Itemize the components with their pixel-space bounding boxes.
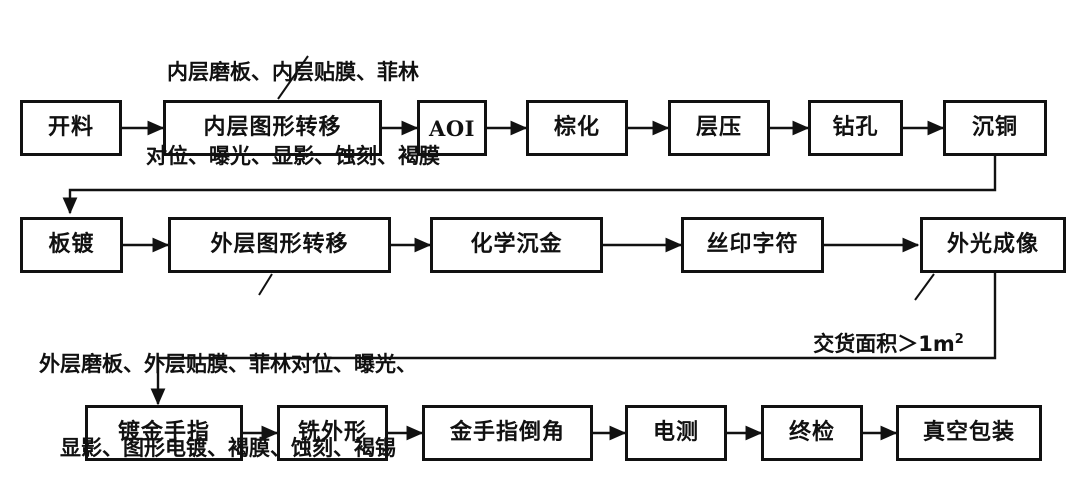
node-label: AOI — [429, 115, 475, 141]
leader-line-delivery-area — [914, 273, 935, 301]
annotation-outer-layer-line2: 显影、图形电镀、褐膜、蚀刻、褐锡 — [60, 435, 396, 460]
annotation-inner-layer-line1: 内层磨板、内层贴膜、菲林 — [167, 60, 419, 85]
node-label: 沉铜 — [971, 115, 1018, 140]
process-node-gold-finger-plating[interactable]: 镀金手指 — [85, 405, 243, 461]
process-node-outer-layer-pattern-transfer[interactable]: 外层图形转移 — [168, 217, 391, 273]
process-node-routing[interactable]: 铣外形 — [277, 405, 388, 461]
process-node-optical-imaging[interactable]: 外光成像 — [920, 217, 1066, 273]
node-label: 电测 — [652, 420, 699, 445]
annotation-inner-layer: 内层磨板、内层贴膜、菲林 对位、曝光、显影、蚀刻、褐膜 — [128, 4, 458, 226]
process-node-brown-oxidation[interactable]: 棕化 — [526, 100, 628, 156]
node-label: 金手指倒角 — [449, 420, 565, 445]
node-label: 铣外形 — [297, 420, 367, 445]
process-node-gold-finger-beveling[interactable]: 金手指倒角 — [422, 405, 593, 461]
annotation-inner-layer-line2: 对位、曝光、显影、蚀刻、褐膜 — [146, 143, 440, 168]
annotation-delivery-area-text: 交货面积＞1m — [813, 331, 955, 356]
node-label: 内层图形转移 — [203, 115, 342, 140]
node-label: 板镀 — [48, 232, 95, 257]
node-label: 开料 — [47, 115, 94, 140]
process-node-electrical-test[interactable]: 电测 — [625, 405, 727, 461]
node-label: 外光成像 — [946, 232, 1039, 257]
annotation-outer-layer-line1: 外层磨板、外层贴膜、菲林对位、曝光、 — [39, 352, 417, 377]
process-node-lamination[interactable]: 层压 — [668, 100, 770, 156]
node-label: 棕化 — [553, 115, 600, 140]
annotation-delivery-area-superscript: 2 — [954, 331, 964, 347]
process-node-final-inspection[interactable]: 终检 — [761, 405, 863, 461]
process-node-drilling[interactable]: 钻孔 — [808, 100, 903, 156]
node-label: 外层图形转移 — [210, 232, 349, 257]
process-node-copper-deposition[interactable]: 沉铜 — [943, 100, 1047, 156]
node-label: 镀金手指 — [117, 420, 210, 445]
annotation-outer-layer: 外层磨板、外层贴膜、菲林对位、曝光、 显影、图形电镀、褐膜、蚀刻、褐锡 — [8, 296, 448, 478]
node-label: 真空包装 — [922, 420, 1015, 445]
process-node-aoi[interactable]: AOI — [417, 100, 487, 156]
process-node-inner-layer-pattern-transfer[interactable]: 内层图形转移 — [163, 100, 382, 156]
annotation-delivery-area: 交货面积＞1m2 — [784, 303, 964, 386]
process-node-enig[interactable]: 化学沉金 — [430, 217, 603, 273]
process-node-kailiao[interactable]: 开料 — [20, 100, 122, 156]
node-label: 终检 — [788, 420, 835, 445]
process-node-vacuum-packaging[interactable]: 真空包装 — [896, 405, 1042, 461]
process-node-silkscreen[interactable]: 丝印字符 — [681, 217, 824, 273]
leader-line-outer-layer — [258, 273, 273, 296]
node-label: 钻孔 — [832, 115, 879, 140]
node-label: 化学沉金 — [470, 232, 563, 257]
node-label: 层压 — [695, 115, 742, 140]
node-label: 丝印字符 — [706, 232, 799, 257]
process-node-panel-plating[interactable]: 板镀 — [20, 217, 123, 273]
